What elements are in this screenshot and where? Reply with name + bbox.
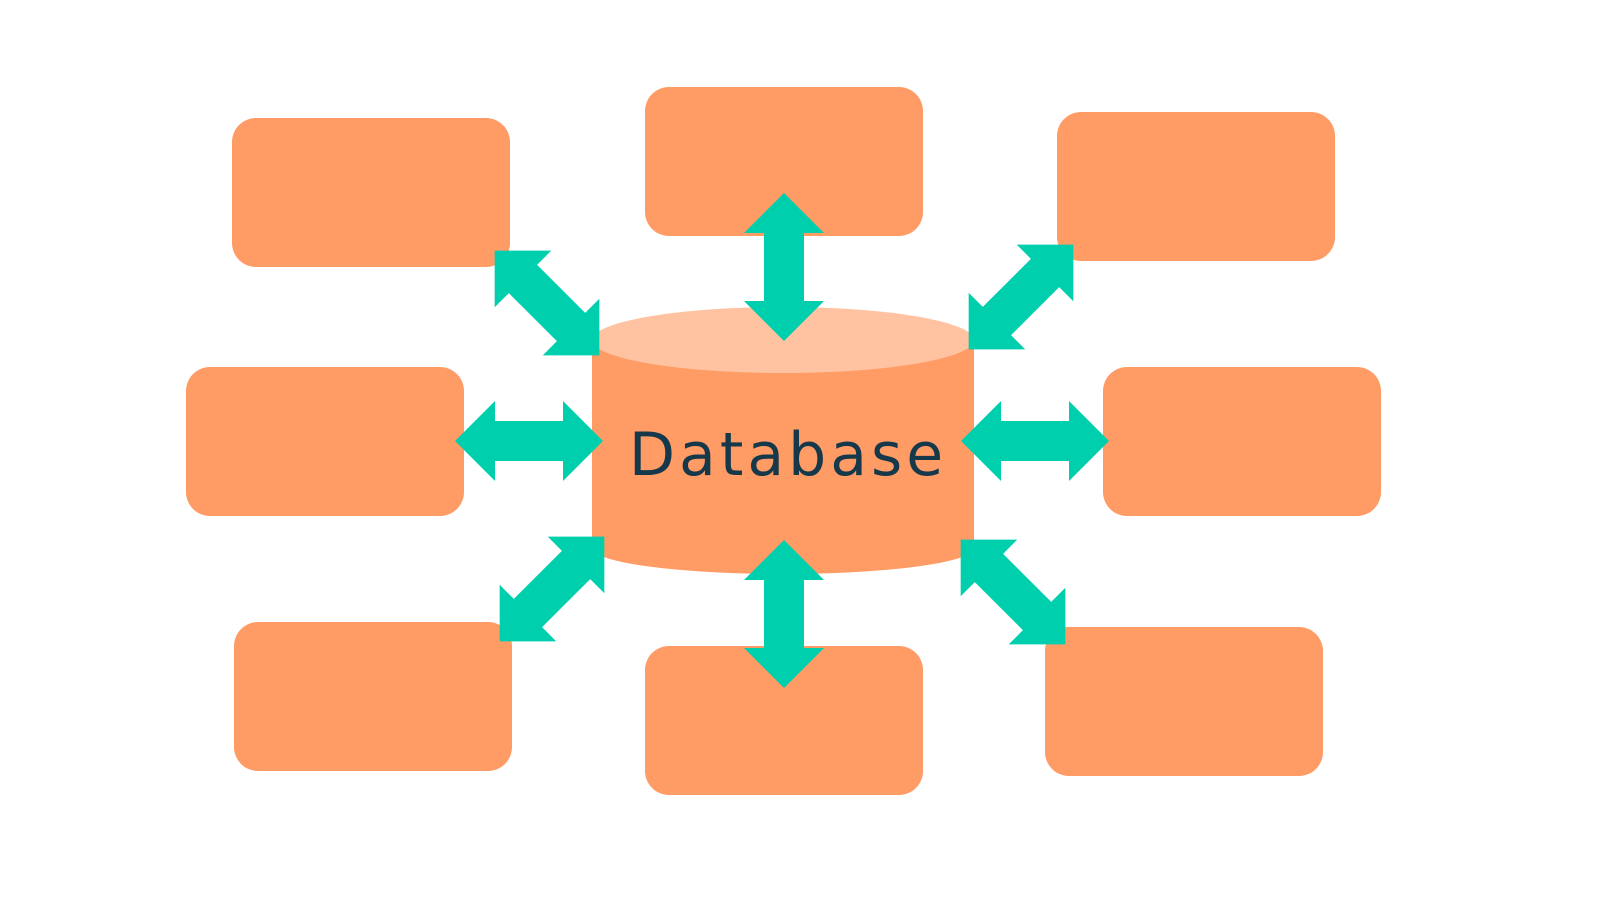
box-top-right xyxy=(1057,112,1335,261)
cylinder-body xyxy=(592,340,974,574)
box-middle-left xyxy=(186,367,464,516)
arrow-bottom-right xyxy=(960,539,1066,645)
database-label: Database xyxy=(628,420,948,490)
arrow-right xyxy=(961,401,1109,481)
arrow-bottom xyxy=(744,540,824,688)
arrow-top-left xyxy=(494,250,600,356)
box-bottom-right xyxy=(1045,627,1323,776)
box-middle-right xyxy=(1103,367,1381,516)
box-top-left xyxy=(232,118,510,267)
arrow-top xyxy=(744,193,824,341)
arrow-top-right xyxy=(968,244,1074,350)
arrow-bottom-left xyxy=(499,536,605,642)
box-bottom-left xyxy=(234,622,512,771)
arrow-left xyxy=(455,401,603,481)
